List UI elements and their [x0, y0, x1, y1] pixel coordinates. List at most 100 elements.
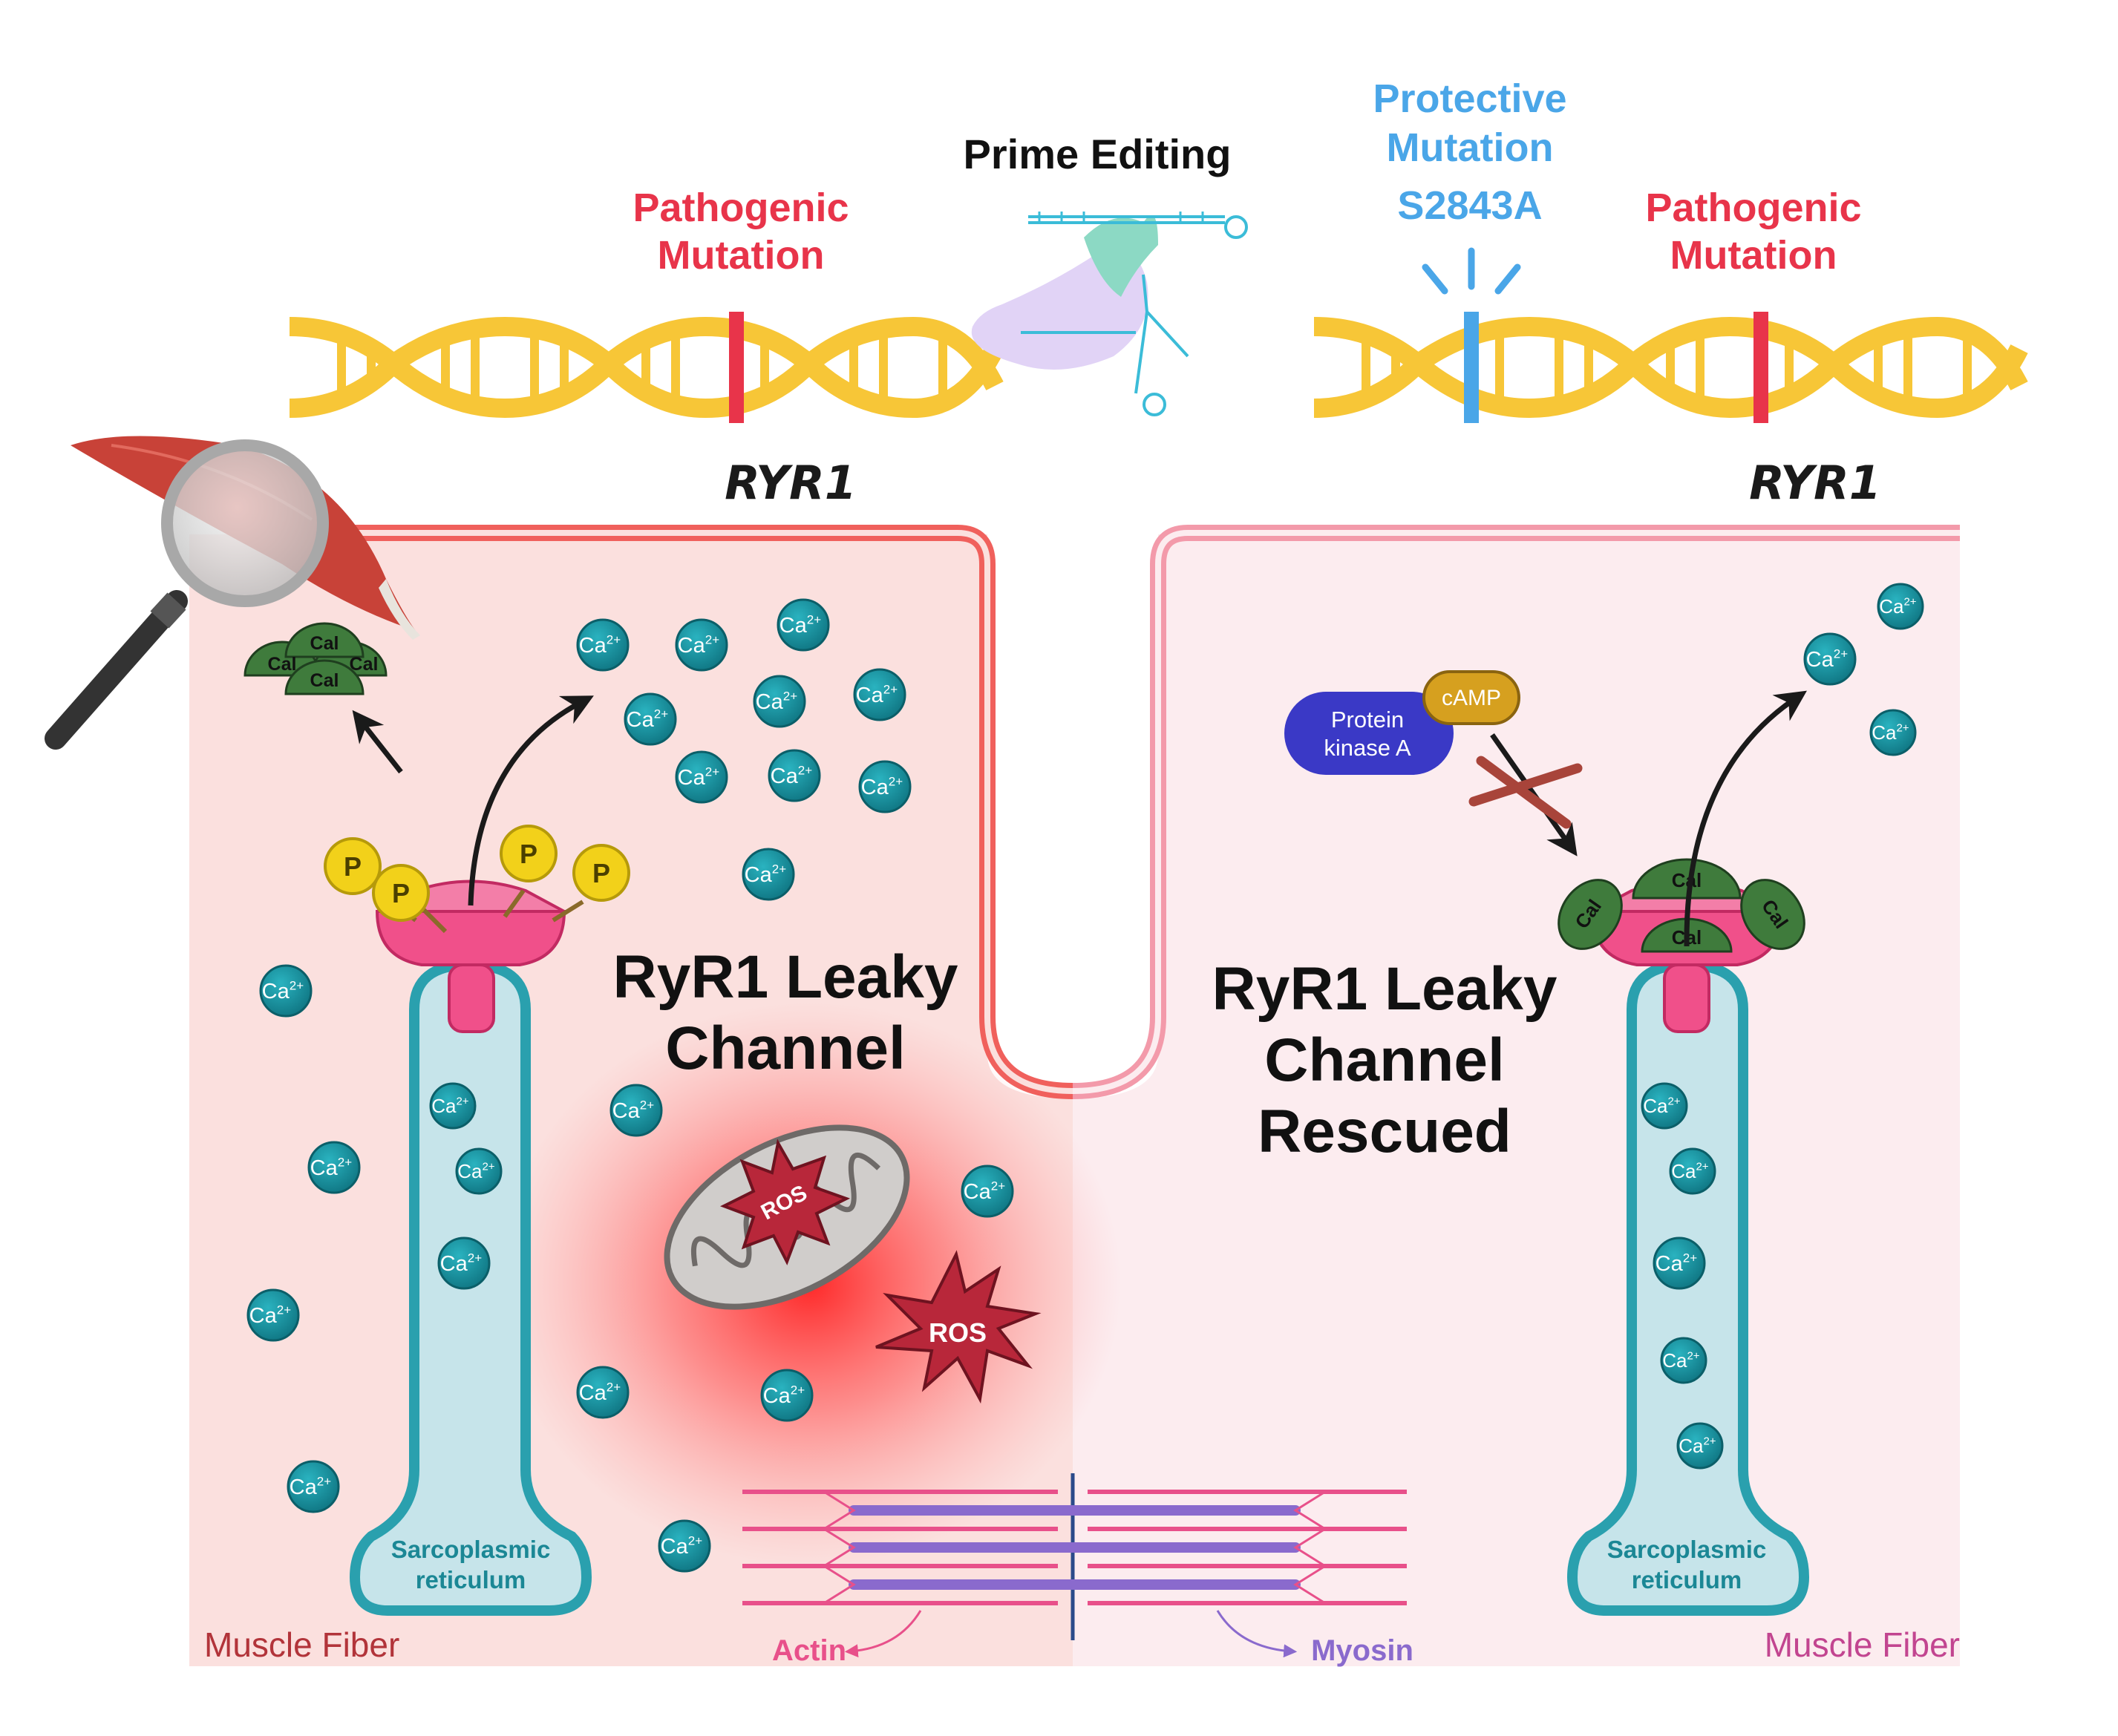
phosphate-label: P	[392, 878, 410, 908]
calcium-ion: Ca2+	[429, 1082, 477, 1130]
calcium-charge: 2+	[317, 1474, 331, 1488]
calcium-charge: 2+	[290, 978, 304, 992]
ros-label: ROS	[929, 1317, 987, 1348]
calcium-charge: 2+	[1703, 1435, 1716, 1448]
arrow-icon	[352, 710, 403, 774]
calmodulin-label: Cal	[310, 670, 339, 691]
calcium-charge: 2+	[772, 862, 786, 876]
calcium-charge: 2+	[1896, 722, 1909, 735]
inhibition-cross-icon	[1468, 756, 1583, 829]
calcium-ion: Ca2+	[307, 1141, 361, 1194]
calcium-charge: 2+	[889, 774, 903, 788]
myosin-label: Myosin	[1311, 1634, 1413, 1667]
phosphate-group	[324, 825, 630, 934]
pka-label-1: Protein	[1331, 707, 1404, 733]
phosphate-label: P	[520, 839, 537, 869]
protein-kinase-a	[1284, 692, 1454, 775]
calcium-charge: 2+	[654, 707, 668, 721]
calcium-ion: Ca2+	[658, 1519, 711, 1573]
pathogenic-mutation-right-mark	[1753, 312, 1768, 423]
calcium-ion: Ca2+	[1877, 583, 1924, 630]
protective-mutation-mark	[1464, 312, 1479, 423]
calcium-charge: 2+	[798, 763, 812, 777]
rescued-label-1: RyR1 Leaky	[1212, 955, 1558, 1023]
calcium-charge: 2+	[791, 1383, 805, 1397]
arrow-icon	[468, 695, 594, 906]
arrow-icon	[1490, 733, 1578, 856]
phosphate-label: P	[344, 851, 362, 882]
calcium-ion: Ca2+	[753, 675, 806, 728]
calmodulin-cluster-left	[243, 622, 388, 695]
calcium-ion: Ca2+	[1653, 1237, 1706, 1290]
calcium-charge: 2+	[468, 1251, 482, 1265]
calcium-charge: 2+	[1683, 1251, 1697, 1265]
prime-editor-icon	[971, 212, 1248, 416]
calcium-label: Ca2+	[290, 1474, 332, 1499]
sarcomere	[742, 1473, 1407, 1640]
sr-left-label-1: Sarcoplasmic	[391, 1536, 551, 1563]
sr-left-label-2: reticulum	[416, 1566, 526, 1593]
sr-right-label-1: Sarcoplasmic	[1607, 1536, 1767, 1563]
calcium-charge: 2+	[456, 1095, 468, 1108]
pka-label-2: kinase A	[1324, 735, 1411, 761]
calcium-ion: Ca2+	[1803, 632, 1857, 686]
calcium-charge: 2+	[783, 689, 797, 703]
actin-label: Actin	[772, 1634, 846, 1667]
calcium-ion: Ca2+	[624, 692, 677, 746]
calcium-ion: Ca2+	[1660, 1337, 1707, 1384]
muscle-fiber-left-label: Muscle Fiber	[204, 1625, 399, 1664]
pathogenic-mutation-left-mark	[729, 312, 744, 423]
camp-label: cAMP	[1442, 686, 1501, 710]
calcium-charge: 2+	[607, 632, 621, 646]
arrow-icon	[844, 1610, 922, 1658]
gene-left-label: RYR1	[725, 456, 857, 510]
calcium-ion: Ca2+	[760, 1369, 814, 1422]
calcium-ion: Ca2+	[455, 1147, 503, 1195]
calcium-ion: Ca2+	[437, 1237, 491, 1290]
calcium-ion: Ca2+	[777, 598, 830, 652]
ros-burst-icon	[720, 1139, 851, 1265]
pathogenic-right-label-2: Mutation	[1670, 233, 1837, 278]
calcium-ion: Ca2+	[675, 750, 728, 804]
pathogenic-left-label-1: Pathogenic	[633, 186, 849, 230]
protective-label-3: S2843A	[1397, 183, 1542, 228]
calcium-ion: Ca2+	[858, 760, 912, 813]
protective-label-1: Protective	[1373, 76, 1566, 121]
calcium-label: Ca2+	[763, 1383, 805, 1408]
calcium-ion: Ca2+	[576, 1366, 630, 1419]
calcium-ion: Ca2+	[675, 618, 728, 672]
magnifier-icon	[45, 439, 329, 750]
calcium-charge: 2+	[883, 682, 898, 696]
calcium-ion: Ca2+	[576, 618, 630, 672]
prime-editing-label: Prime Editing	[964, 131, 1232, 177]
calcium-charge: 2+	[807, 612, 821, 626]
calcium-charge: 2+	[482, 1161, 494, 1173]
protective-spark-icon	[1422, 247, 1521, 295]
calcium-ion: Ca2+	[768, 749, 821, 802]
calmodulin-label: Cal	[310, 633, 339, 654]
phosphate-label: P	[592, 858, 610, 888]
calcium-label: Ca2+	[1671, 1160, 1709, 1182]
calcium-charge: 2+	[1687, 1350, 1699, 1363]
calcium-charge: 2+	[688, 1533, 702, 1547]
arrow-icon	[1216, 1610, 1298, 1658]
calcium-ion: Ca2+	[246, 1288, 300, 1342]
dna-helix-right-icon	[1313, 312, 2028, 423]
calcium-charge: 2+	[640, 1098, 654, 1112]
ros-burst-icon	[875, 1250, 1042, 1404]
calcium-charge: 2+	[705, 632, 719, 646]
calcium-charge: 2+	[1834, 646, 1848, 661]
calcium-ion: Ca2+	[609, 1084, 663, 1137]
arrow-icon	[1684, 690, 1807, 947]
calcium-ion: Ca2+	[853, 668, 906, 721]
calcium-ion: Ca2+	[961, 1165, 1014, 1218]
calcium-charge: 2+	[705, 764, 719, 779]
calcium-ions: Ca2+Ca2+Ca2+Ca2+Ca2+Ca2+Ca2+Ca2+Ca2+Ca2+…	[246, 583, 1924, 1573]
pathogenic-left-label-2: Mutation	[658, 233, 825, 278]
calmodulin-label: Cal	[350, 654, 379, 675]
sr-right-label-2: reticulum	[1632, 1566, 1742, 1593]
rescued-label-3: Rescued	[1258, 1098, 1511, 1165]
muscle-fiber-right-label: Muscle Fiber	[1765, 1625, 1960, 1664]
calmodulin-label: Cal	[1672, 869, 1702, 891]
